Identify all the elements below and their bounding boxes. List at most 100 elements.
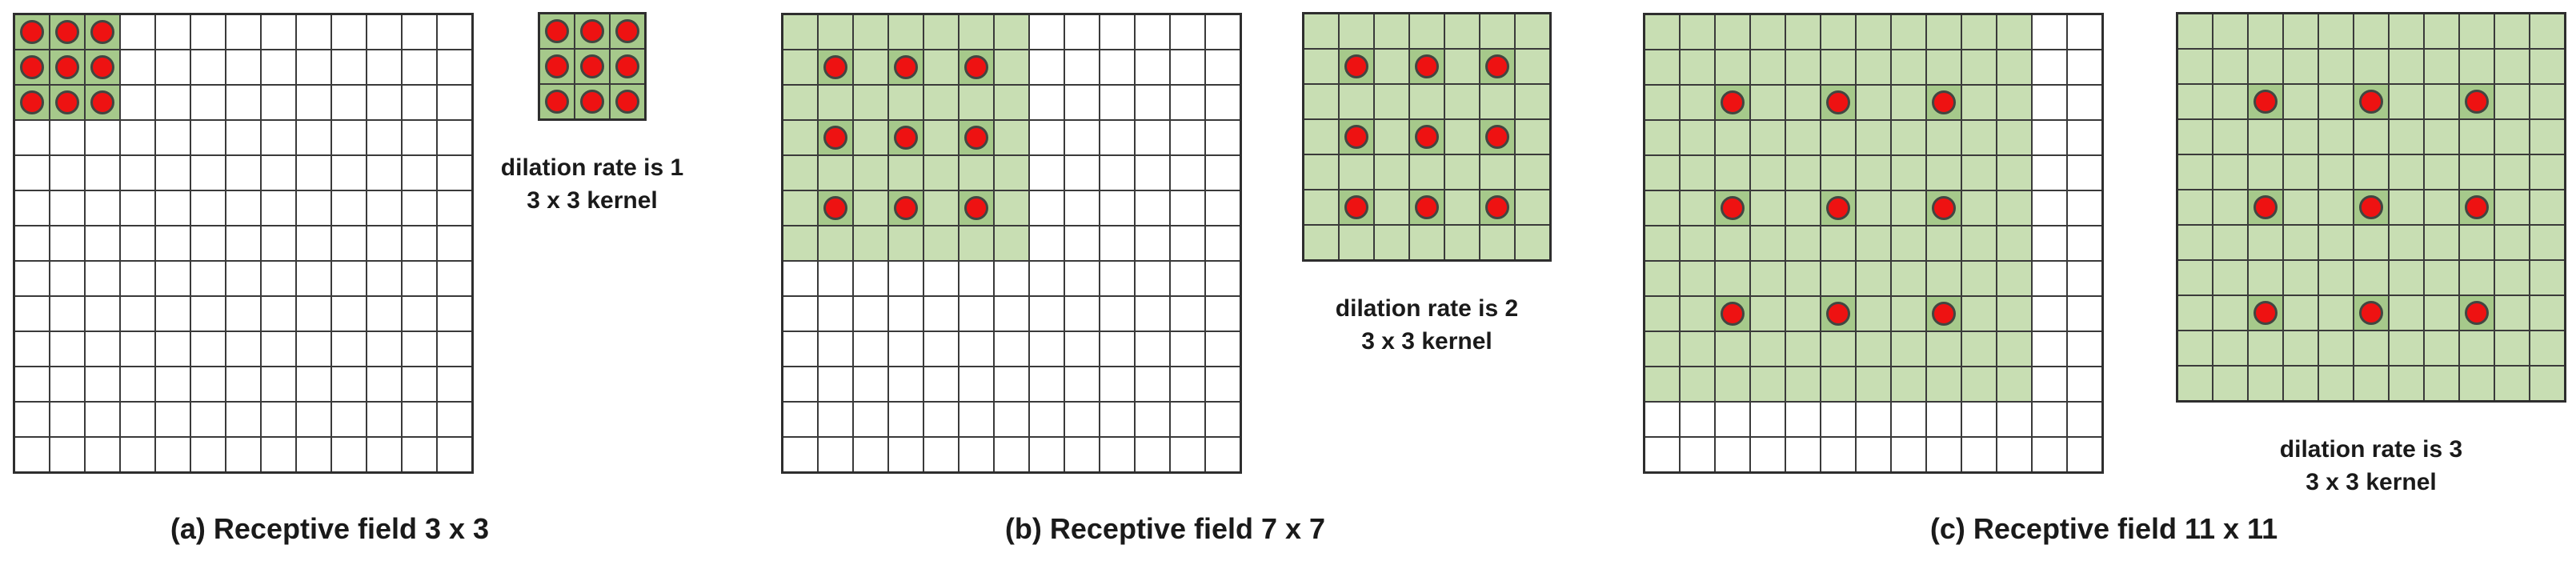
grid-cell [1751, 262, 1785, 295]
grid-cell [995, 86, 1028, 119]
grid-cell [2495, 85, 2529, 118]
grid-cell [2178, 155, 2212, 189]
grid-cell [2319, 190, 2353, 224]
grid-cell [2354, 14, 2388, 48]
grid-cell [226, 297, 260, 331]
grid-cell [924, 332, 958, 366]
grid-cell [2033, 297, 2066, 331]
grid-cell [1340, 120, 1373, 154]
grid-cell [403, 297, 436, 331]
kernel-sample-dot [894, 196, 918, 220]
grid-cell [1997, 191, 2031, 225]
grid-cell [191, 262, 225, 295]
grid-cell [1716, 86, 1749, 119]
grid-cell [1645, 403, 1679, 436]
grid-cell [1206, 297, 1240, 331]
kernel-sample-dot [1721, 196, 1745, 220]
grid-cell [15, 86, 49, 119]
kernel-sample-dot [1721, 90, 1745, 114]
kernel-sample-dot [1826, 196, 1850, 220]
grid-cell [1065, 297, 1099, 331]
grid-cell [15, 50, 49, 84]
grid-cell [2425, 261, 2458, 295]
grid-cell [1681, 367, 1714, 401]
grid-cell [1857, 297, 1890, 331]
grid-cell [1065, 15, 1099, 49]
grid-cell [191, 86, 225, 119]
grid-cell [1892, 191, 1925, 225]
grid-cell [1100, 121, 1134, 154]
grid-cell [959, 297, 993, 331]
grid-cell [1857, 121, 1890, 154]
grid-cell [2068, 50, 2101, 84]
grid-cell [924, 191, 958, 225]
grid-cell [2033, 332, 2066, 366]
grid-cell [924, 50, 958, 84]
grid-cell [1136, 367, 1169, 401]
grid-cell [156, 15, 190, 49]
grid-cell [1892, 297, 1925, 331]
kernel-label-line1: dilation rate is 3 [2279, 436, 2463, 463]
grid-cell [332, 297, 366, 331]
grid-cell [1304, 14, 1338, 48]
grid-cell [889, 367, 923, 401]
grid-cell [854, 121, 887, 154]
grid-cell [854, 438, 887, 471]
grid-cell [297, 297, 331, 331]
grid-cell [297, 332, 331, 366]
grid-cell [156, 86, 190, 119]
grid-cell [995, 438, 1028, 471]
grid-cell [332, 50, 366, 84]
grid-cell [1304, 226, 1338, 259]
kernel-sample-dot [90, 90, 114, 114]
grid-cell [854, 15, 887, 49]
grid-cell [50, 15, 84, 49]
grid-cell [121, 367, 154, 401]
grid-cell [2495, 120, 2529, 154]
kernel-sample-dot [1932, 196, 1956, 220]
grid-cell [1716, 332, 1749, 366]
grid-cell [2354, 120, 2388, 154]
grid-cell [403, 15, 436, 49]
grid-cell [611, 50, 644, 83]
grid-cell [819, 50, 852, 84]
grid-cell [2178, 85, 2212, 118]
grid-cell [367, 262, 401, 295]
kernel-sample-dot [964, 126, 988, 150]
grid-cell [226, 403, 260, 436]
kernel-sample-dot [1415, 195, 1439, 219]
grid-cell [1751, 191, 1785, 225]
grid-cell [2178, 367, 2212, 400]
grid-cell [2178, 261, 2212, 295]
grid-cell [438, 191, 471, 225]
grid-cell [1892, 156, 1925, 190]
grid-cell [959, 191, 993, 225]
grid-cell [1516, 14, 1549, 48]
grid-cell [1927, 297, 1961, 331]
grid-cell [15, 262, 49, 295]
grid-cell [1171, 15, 1204, 49]
grid-cell [1340, 155, 1373, 189]
grid-cell [1962, 226, 1996, 260]
grid-cell [2284, 85, 2318, 118]
grid-cell [2319, 226, 2353, 259]
grid-cell [2425, 85, 2458, 118]
grid-cell [1304, 50, 1338, 83]
grid-cell [2284, 155, 2318, 189]
grid-cell [1480, 50, 1514, 83]
grid-cell [1857, 262, 1890, 295]
grid-cell [2178, 14, 2212, 48]
grid-cell [297, 156, 331, 190]
grid-cell [1171, 156, 1204, 190]
grid-cell [959, 226, 993, 260]
grid-cell [1065, 86, 1099, 119]
grid-cell [783, 15, 817, 49]
grid-cell [1821, 50, 1855, 84]
grid-cell [1681, 15, 1714, 49]
grid-cell [403, 226, 436, 260]
grid-cell [2425, 331, 2458, 365]
grid-cell [367, 403, 401, 436]
grid-cell [2033, 15, 2066, 49]
grid-cell [262, 262, 295, 295]
grid-cell [1681, 156, 1714, 190]
